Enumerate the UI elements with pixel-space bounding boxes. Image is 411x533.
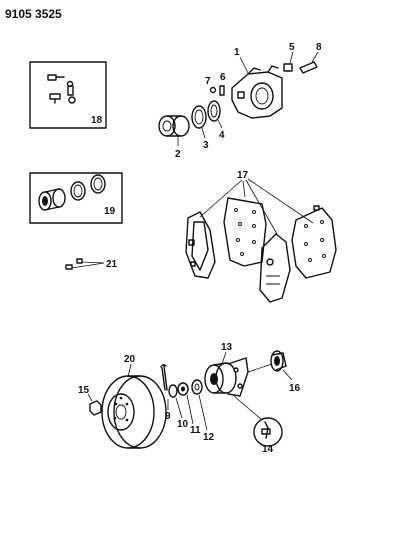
- inner-pad-with-clip: [185, 211, 216, 279]
- dust-boot: 4: [207, 100, 225, 141]
- caliper-housing: 1: [231, 47, 283, 119]
- callout-11: 11: [190, 425, 201, 436]
- callout-5: 5: [289, 42, 295, 53]
- outer-pad-with-backing: [259, 233, 291, 303]
- nut-lock: 10: [168, 384, 189, 430]
- callout-2: 2: [175, 149, 181, 160]
- brake-rotor: 20: [101, 354, 167, 449]
- bleeder-screw: 6: [219, 72, 226, 96]
- callout-6: 6: [220, 72, 226, 83]
- callout-16: 16: [289, 383, 301, 394]
- document-number: 9105 3525: [5, 7, 62, 21]
- friction-pad-b: [291, 205, 337, 279]
- callout-15: 15: [78, 385, 90, 396]
- callout-17: 17: [237, 170, 249, 181]
- kit-seal-icon: [70, 181, 86, 201]
- dust-cap-icon: [68, 96, 76, 104]
- wear-indicator-clips: 21: [65, 258, 118, 270]
- bushing-icon: [49, 93, 61, 104]
- hub-nut: 11: [177, 382, 201, 436]
- bleeder-screw-icon: [66, 80, 74, 96]
- guide-pin: 8: [299, 42, 322, 74]
- callout-19: 19: [104, 206, 116, 217]
- caliper-bushing: 5: [283, 42, 295, 72]
- callout-20: 20: [124, 354, 136, 365]
- callout-9: 9: [165, 411, 171, 422]
- bearing-adapter: 16: [247, 350, 301, 394]
- caliper-piston: 2: [158, 115, 190, 160]
- hub-and-bearing: 13: [204, 342, 249, 397]
- callout-18: 18: [91, 115, 103, 126]
- callout-10: 10: [177, 419, 189, 430]
- callout-8: 8: [316, 42, 322, 53]
- friction-pad-a: [223, 197, 267, 267]
- piston-seal: 3: [191, 105, 209, 151]
- brake-pads: 17: [185, 170, 337, 303]
- callout-21: 21: [106, 259, 118, 270]
- kit-piston-icon: [38, 188, 66, 211]
- hardware-kit-box: 18: [29, 61, 107, 129]
- hub-mounting-bolt: 14: [233, 395, 283, 455]
- cotter-pin: 9: [160, 364, 171, 422]
- callout-13: 13: [221, 342, 233, 353]
- guide-pin-bolt-icon: [47, 74, 65, 81]
- callout-7: 7: [205, 76, 211, 87]
- hub-washer: 12: [191, 379, 215, 443]
- callout-12: 12: [203, 432, 215, 443]
- callout-4: 4: [219, 130, 225, 141]
- callout-14: 14: [262, 444, 274, 455]
- bleeder-cap: 7: [205, 76, 217, 94]
- callout-3: 3: [203, 140, 209, 151]
- kit-boot-icon: [90, 174, 106, 194]
- callout-1: 1: [234, 47, 240, 58]
- lug-nut: 15: [78, 385, 102, 416]
- seal-kit-box: 19: [29, 172, 123, 224]
